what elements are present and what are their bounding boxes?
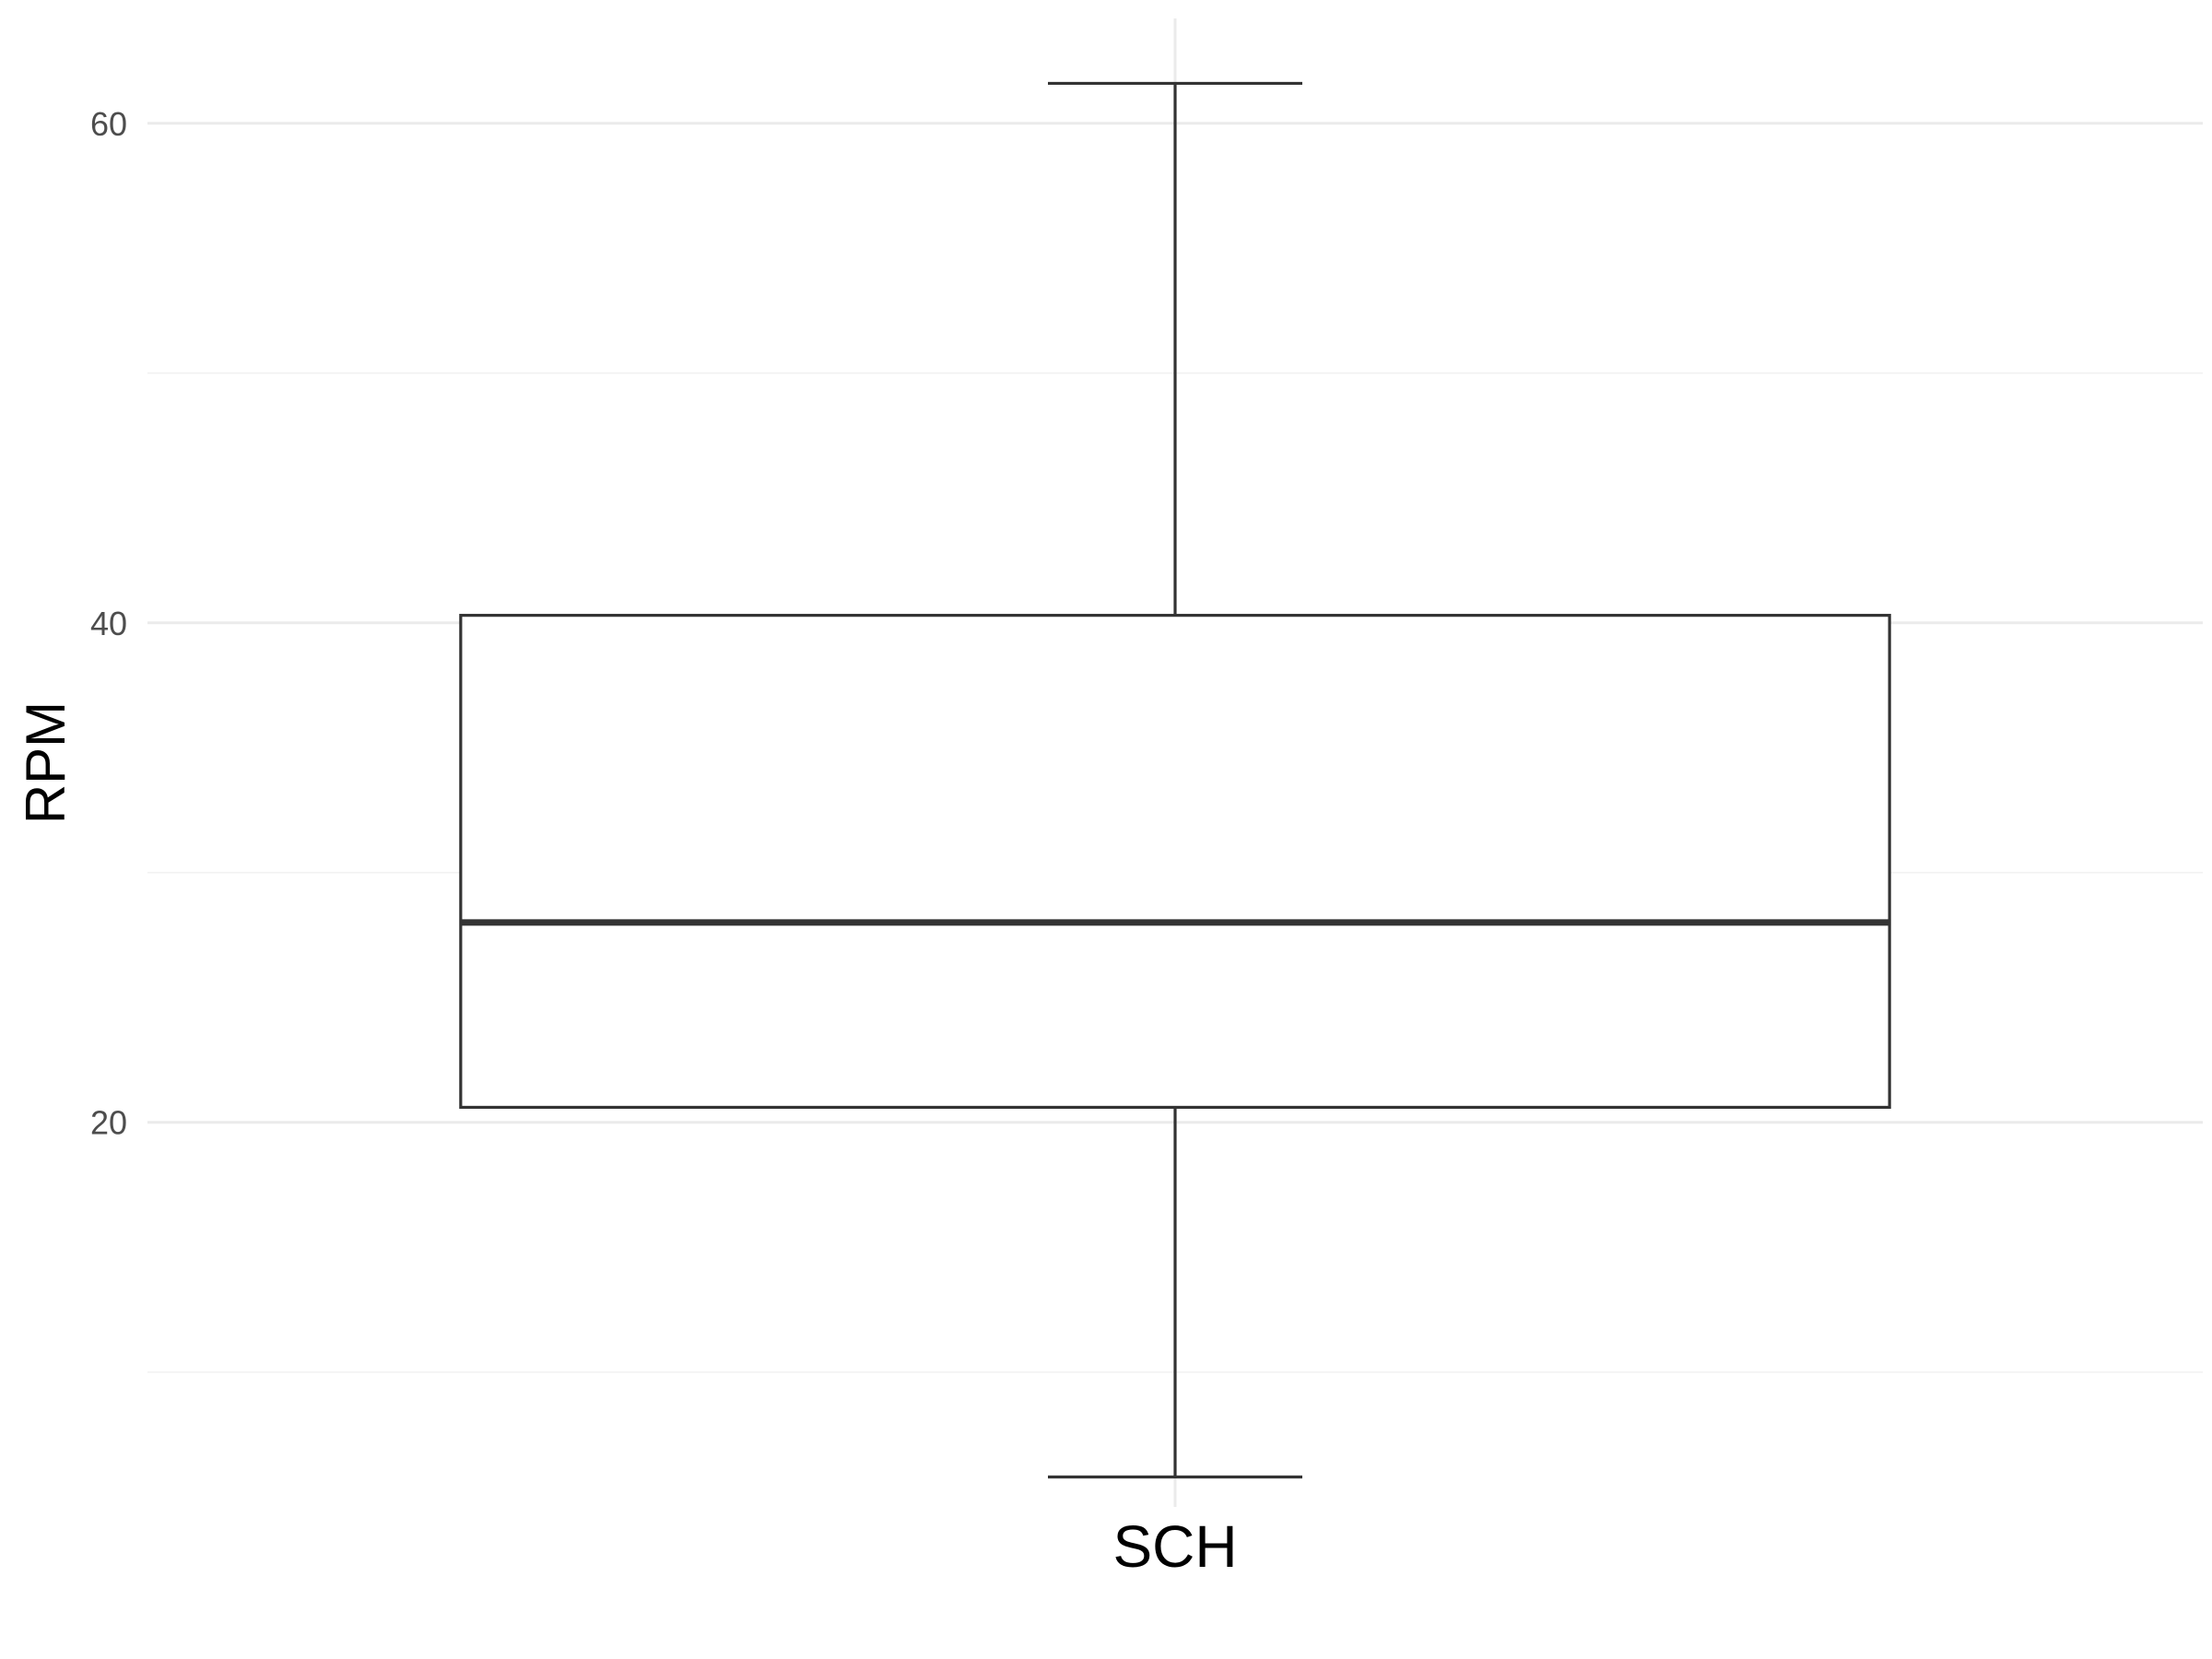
iqr-box <box>459 614 1891 1110</box>
y-tick-label: 60 <box>90 105 127 143</box>
x-category-label: SCH <box>1112 1513 1237 1580</box>
marks-layer <box>459 81 1891 1479</box>
y-axis-title: RPM <box>15 701 76 824</box>
y-tick-label: 20 <box>90 1104 127 1142</box>
y-tick-label: 40 <box>90 605 127 642</box>
